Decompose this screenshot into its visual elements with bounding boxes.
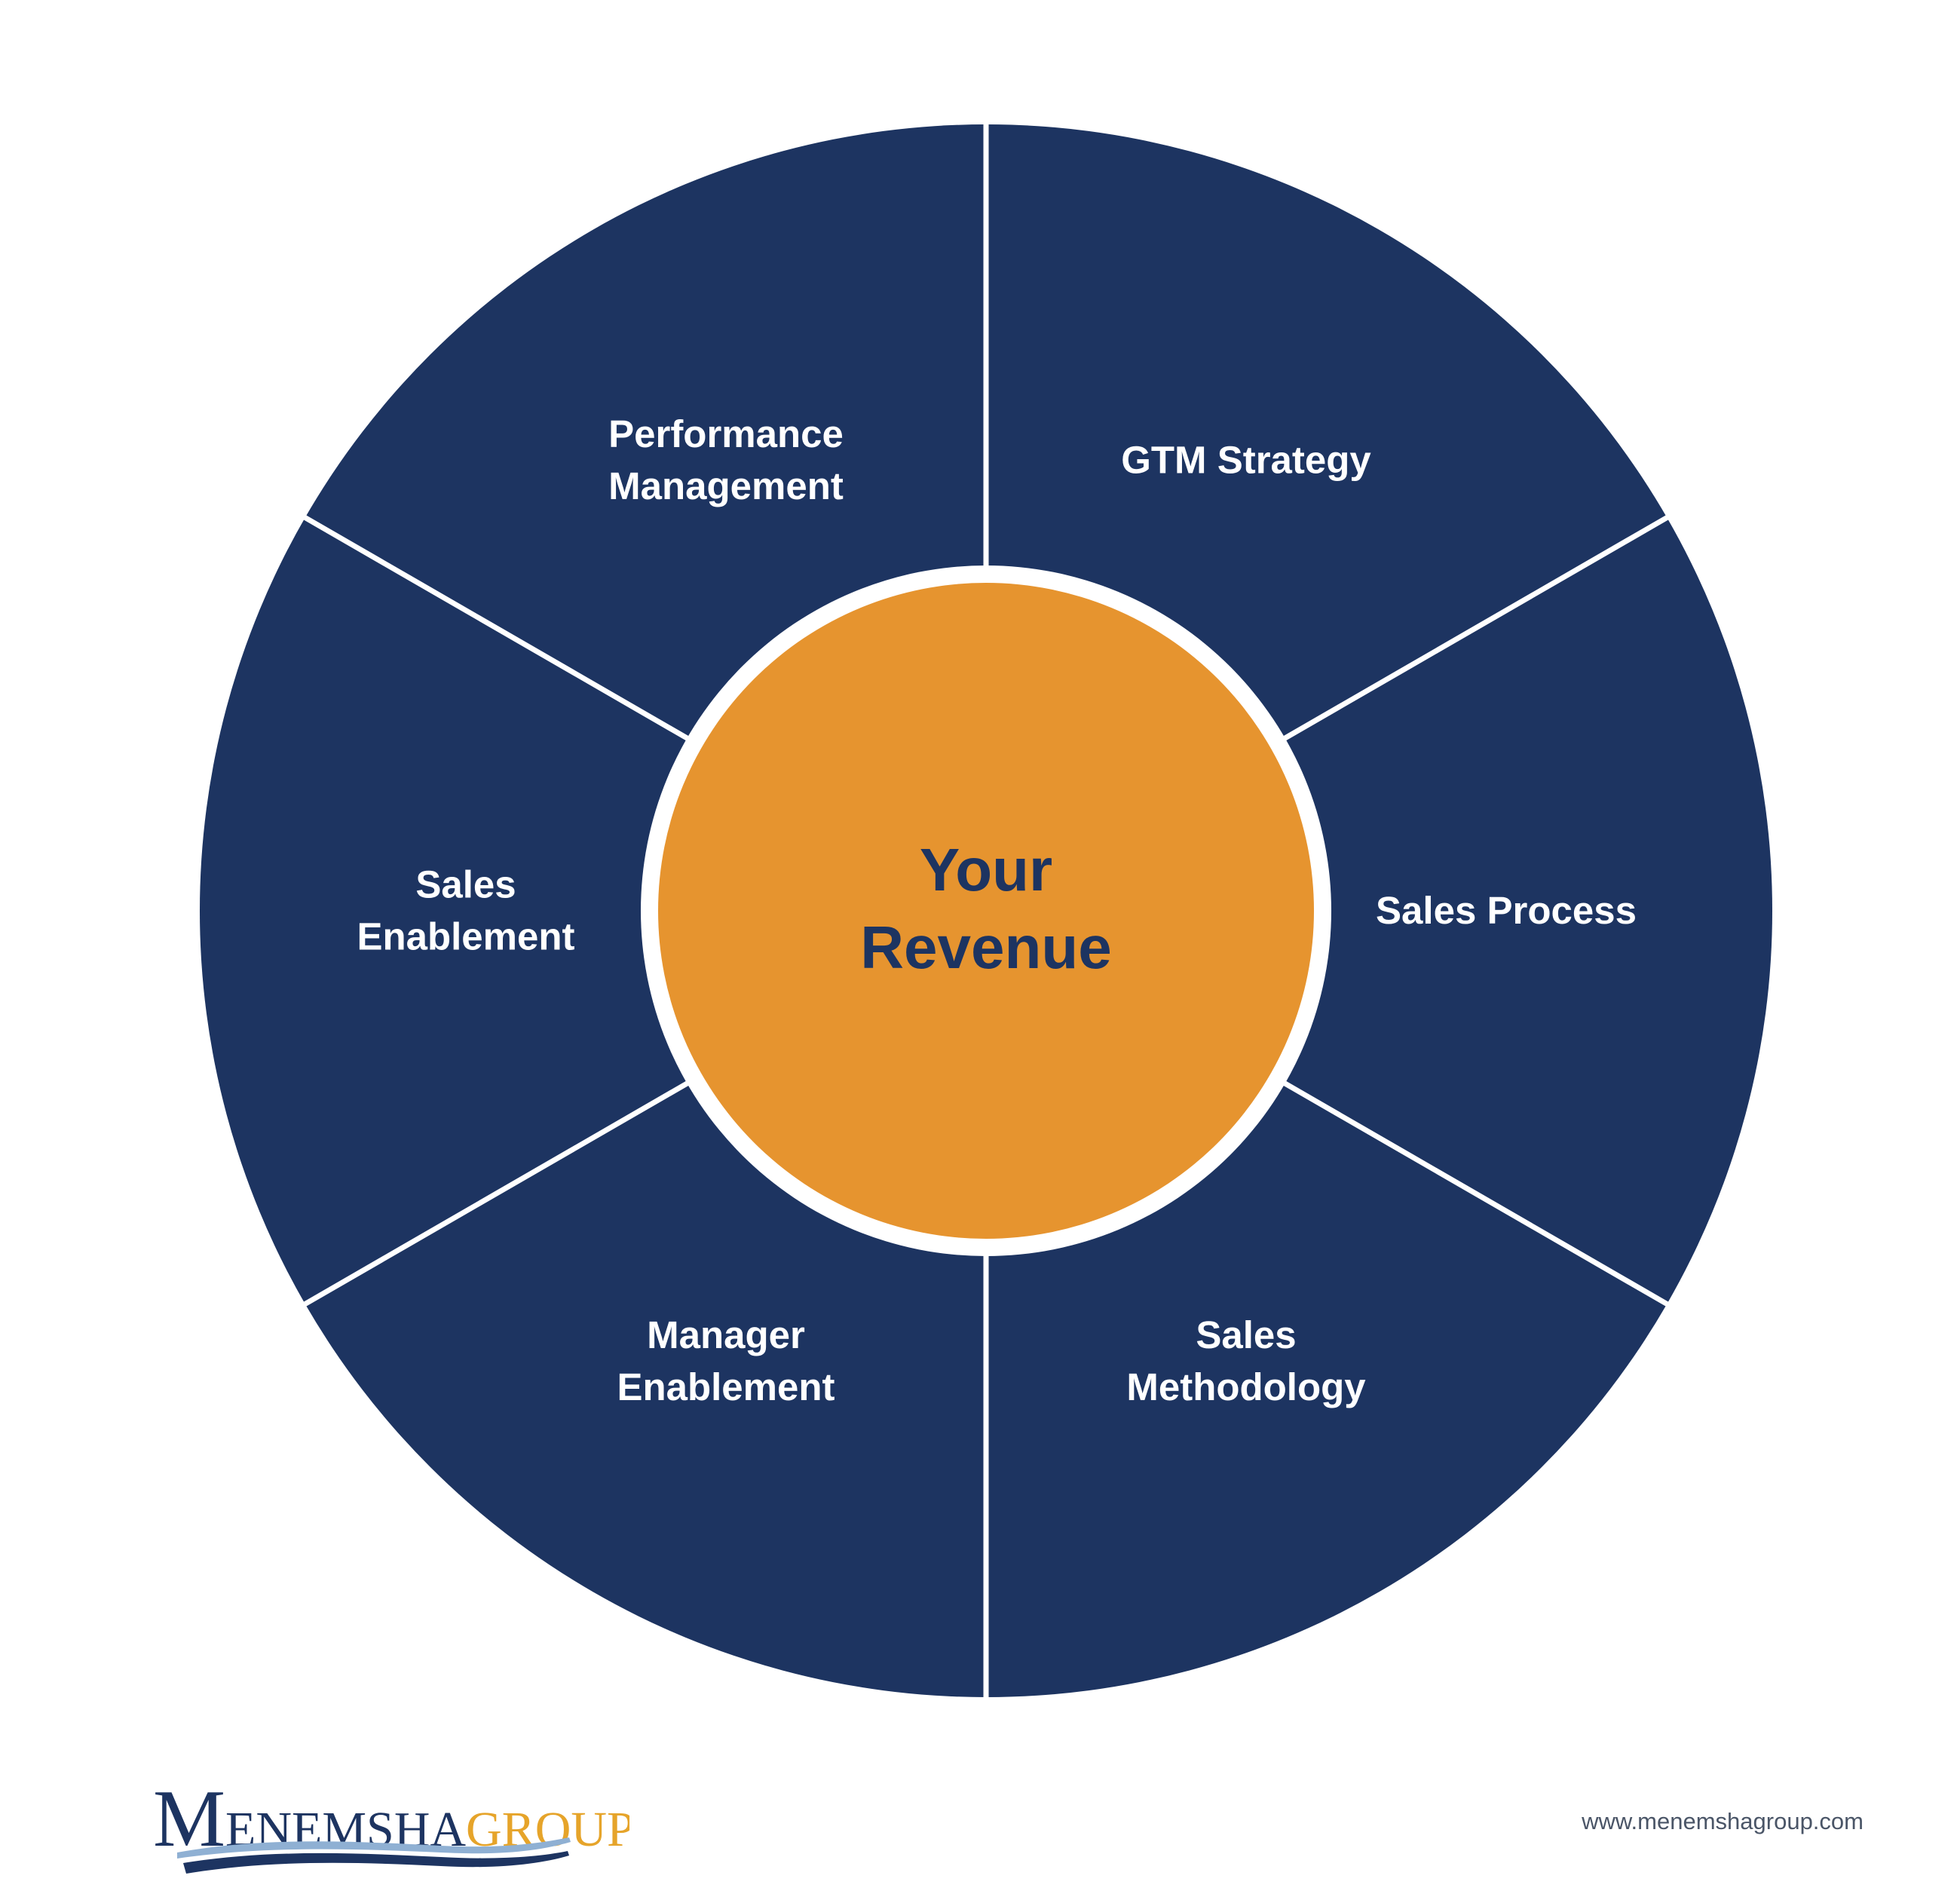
logo-wave-dark: [183, 1851, 569, 1874]
label-gtm-strategy-line1: GTM Strategy: [1121, 438, 1371, 481]
label-sales-enablement-line1: Sales: [415, 863, 516, 906]
svg-text:MENEMSHAGROUP: MENEMSHAGROUP: [153, 1774, 629, 1864]
segment-sales-process: [986, 517, 1772, 1304]
label-manager-enablement-line1: Manager: [647, 1313, 805, 1356]
label-performance-management-line2: Management: [608, 464, 844, 507]
logo-wave-light: [177, 1837, 571, 1859]
segment-sales-enablement: [200, 517, 986, 1304]
center-revenue-circle: [658, 583, 1314, 1239]
center-label-line1: Your: [920, 836, 1052, 903]
menemsha-group-logo: MENEMSHAGROUP: [153, 1774, 629, 1874]
website-url[interactable]: www.menemshagroup.com: [1582, 1808, 1864, 1834]
label-sales-process-line1: Sales Process: [1376, 889, 1637, 932]
label-sales-methodology-line2: Methodology: [1126, 1365, 1366, 1408]
label-sales-enablement-line2: Enablement: [357, 915, 574, 958]
label-performance-management-line1: Performance: [608, 412, 844, 455]
label-sales-methodology-line1: Sales: [1196, 1313, 1296, 1356]
center-label-line2: Revenue: [860, 914, 1111, 981]
label-manager-enablement-line2: Enablement: [617, 1365, 835, 1408]
